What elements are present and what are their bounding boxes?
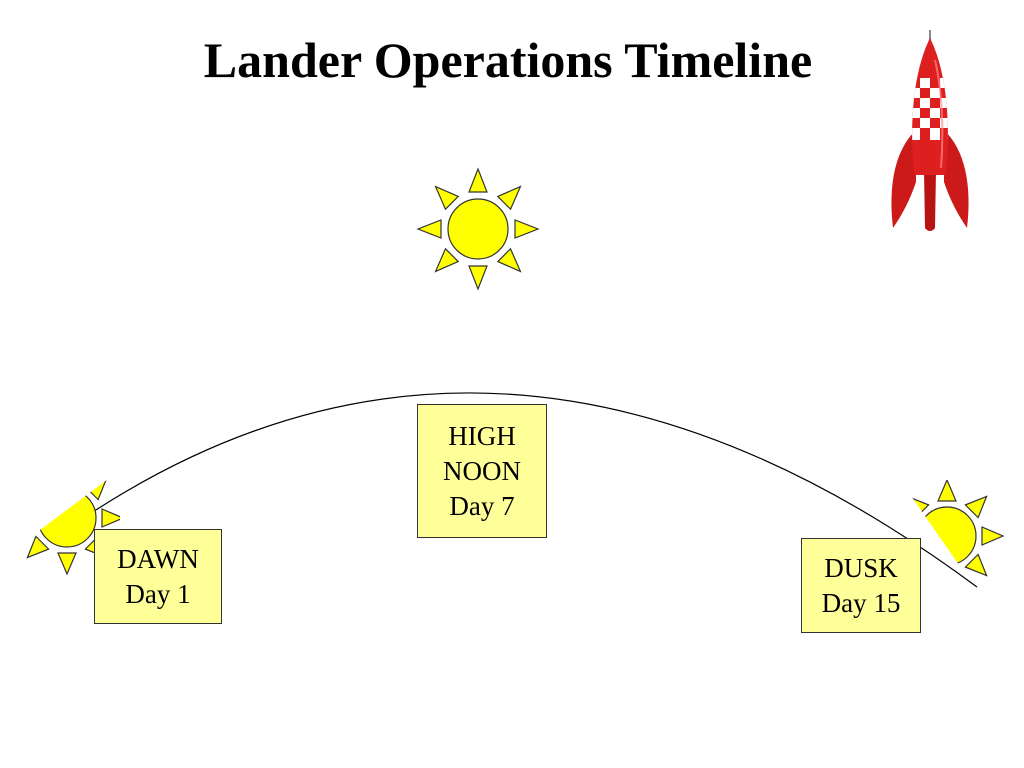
noon-label-box: HIGH NOON Day 7 [417,404,547,538]
dusk-phase-day: Day 15 [821,587,901,618]
dusk-phase-name: DUSK [824,552,898,583]
rocket-icon [891,30,969,231]
sun-trajectory-arc [51,392,978,588]
noon-phase-name-line2: NOON [443,455,521,486]
dusk-label-box: DUSK Day 15 [801,538,921,633]
noon-sun-icon [416,167,540,291]
diagram-title: Lander Operations Timeline [203,32,813,88]
noon-phase-day: Day 7 [449,490,515,521]
dawn-label-box: DAWN Day 1 [94,529,222,624]
dawn-phase-name: DAWN [117,543,199,574]
noon-phase-name-line1: HIGH [448,420,516,451]
dawn-phase-day: Day 1 [125,578,191,609]
